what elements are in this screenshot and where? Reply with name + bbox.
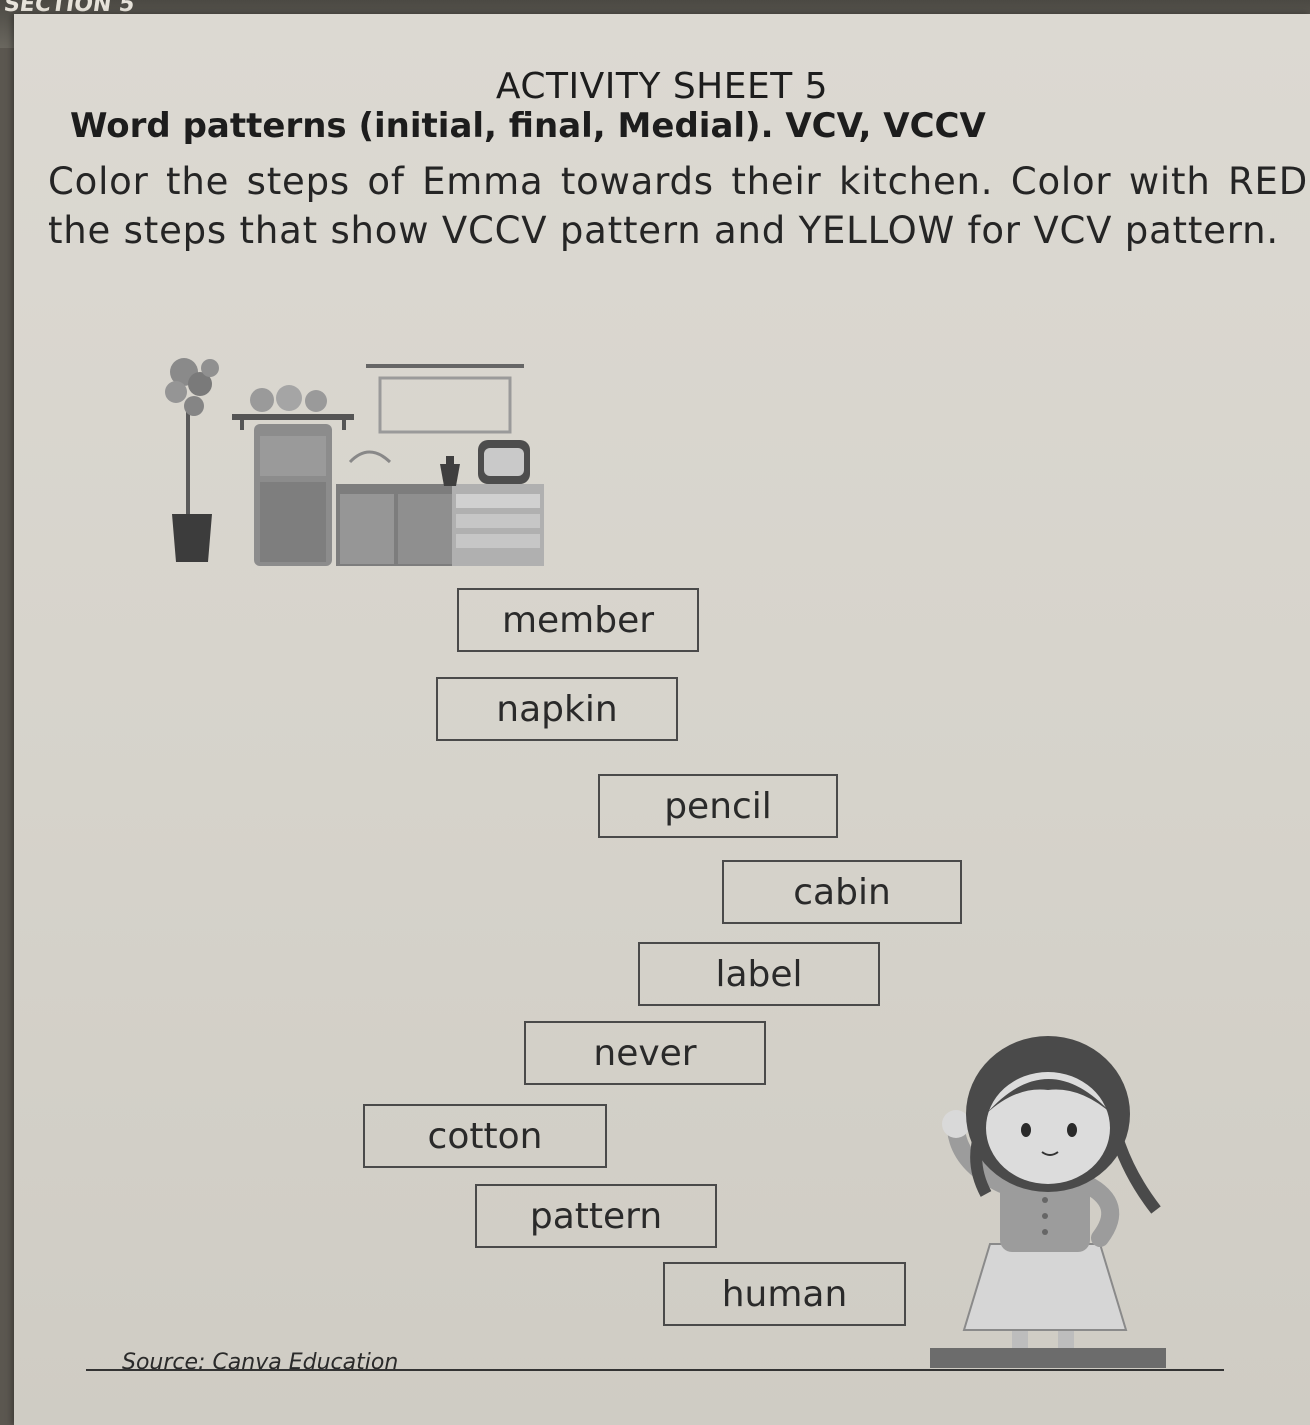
step-napkin[interactable]: napkin: [436, 677, 678, 741]
step-member[interactable]: member: [457, 588, 699, 652]
step-pencil[interactable]: pencil: [598, 774, 838, 838]
source-credit: Source: Canva Education: [122, 1350, 399, 1375]
floor-block: [930, 1348, 1166, 1368]
step-pattern[interactable]: pattern: [475, 1184, 717, 1248]
baseline-divider: [86, 1369, 1224, 1371]
cabinet-icon: [336, 484, 456, 566]
fridge-icon: [254, 424, 332, 566]
step-human[interactable]: human: [663, 1262, 906, 1326]
activity-sheet: ACTIVITY SHEET 5 Word patterns (initial,…: [14, 14, 1310, 1425]
step-cotton[interactable]: cotton: [363, 1104, 607, 1168]
step-cabin[interactable]: cabin: [722, 860, 962, 924]
window-icon: [366, 364, 524, 434]
girl-emma-illustration: [942, 1036, 1161, 1368]
page-subtitle: Word patterns (initial, final, Medial). …: [70, 106, 986, 146]
instructions-text: Color the steps of Emma towards their ki…: [48, 160, 1308, 252]
step-label[interactable]: label: [638, 942, 880, 1006]
kettle-icon: [440, 456, 460, 486]
page-title: ACTIVITY SHEET 5: [495, 66, 829, 107]
stove-icon: [452, 440, 544, 566]
step-never[interactable]: never: [524, 1021, 766, 1085]
plant-icon: [165, 358, 219, 562]
kitchen-illustration: [165, 358, 544, 566]
